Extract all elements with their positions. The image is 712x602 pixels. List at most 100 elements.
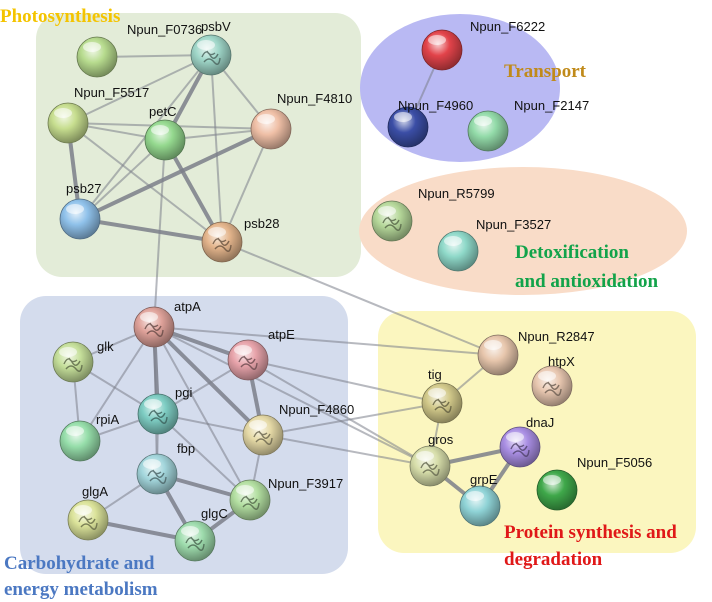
node-glgC[interactable]: glgC (174, 506, 228, 562)
node-label: petC (149, 104, 176, 119)
protein-structure-icon (148, 409, 168, 424)
node-Npun_F3527[interactable]: Npun_F3527 (437, 217, 551, 272)
sphere-highlight (181, 526, 199, 536)
edge-atpA-Npun_F3917 (153, 326, 251, 501)
sphere-highlight (466, 491, 484, 501)
edge-Npun_F4860-tig (262, 402, 443, 436)
node-petC[interactable]: petC (144, 104, 186, 161)
edge-atpA-Npun_F4860 (152, 325, 265, 437)
node-label: htpX (548, 354, 575, 369)
node-label: gros (428, 432, 454, 447)
edge-Npun_F5517-psb28 (67, 122, 223, 243)
node-Npun_F4860[interactable]: Npun_F4860 (242, 402, 354, 456)
protein-group-box (378, 311, 696, 553)
protein-structure-icon (144, 322, 164, 337)
node-label: psb28 (244, 216, 279, 231)
sphere-highlight (140, 312, 158, 322)
node-label: Npun_F2147 (514, 98, 589, 113)
photosynthesis-title: Photosynthesis (0, 6, 120, 27)
sphere-highlight (506, 432, 524, 442)
node-psb28[interactable]: psb28 (201, 216, 279, 263)
node-glgA[interactable]: glgA (67, 484, 109, 541)
sphere-highlight (474, 116, 492, 126)
edge-pgi-Npun_F3917 (157, 413, 251, 501)
protein-structure-icon (185, 536, 205, 551)
edge-atpA-Npun_R2847 (153, 326, 499, 356)
carbohydrate-title-line1: Carbohydrate and (4, 553, 155, 574)
sphere-highlight (484, 340, 502, 350)
node-fbp[interactable]: fbp (136, 441, 195, 495)
photosynthesis-group-box (36, 13, 361, 277)
node-label: Npun_F3917 (268, 476, 343, 491)
edge-psbV-psb28 (210, 54, 223, 243)
sphere-highlight (394, 112, 412, 122)
node-Npun_F6222[interactable]: Npun_F6222 (421, 19, 545, 71)
node-Npun_F5517[interactable]: Npun_F5517 (47, 85, 149, 144)
protein-structure-icon (78, 515, 98, 530)
sphere-highlight (538, 371, 556, 381)
node-label: fbp (177, 441, 195, 456)
node-pgi[interactable]: pgi (137, 385, 192, 435)
node-Npun_F0736[interactable]: Npun_F0736 (76, 22, 202, 78)
node-rpiA[interactable]: rpiA (59, 412, 119, 462)
node-label: Npun_F6222 (470, 19, 545, 34)
protein-structure-icon (510, 442, 530, 457)
node-label: tig (428, 367, 442, 382)
node-Npun_R2847[interactable]: Npun_R2847 (477, 329, 595, 376)
protein-structure-icon (382, 216, 402, 231)
node-Npun_F4960[interactable]: Npun_F4960 (387, 98, 473, 148)
sphere-highlight (416, 451, 434, 461)
node-dnaJ[interactable]: dnaJ (499, 415, 554, 468)
protein-structure-icon (201, 50, 221, 65)
node-label: rpiA (96, 412, 119, 427)
node-label: Npun_R5799 (418, 186, 495, 201)
node-psb27[interactable]: psb27 (59, 181, 101, 240)
sphere-highlight (66, 426, 84, 436)
node-psbV[interactable]: psbV (190, 19, 232, 76)
edge-atpE-gros (247, 359, 431, 467)
node-gros[interactable]: gros (409, 432, 454, 487)
node-label: psb27 (66, 181, 101, 196)
node-Npun_F3917[interactable]: Npun_F3917 (229, 476, 343, 521)
protein-structure-icon (432, 398, 452, 413)
edge-atpA-gros (153, 326, 431, 467)
sphere-highlight (197, 40, 215, 50)
node-Npun_R5799[interactable]: Npun_R5799 (371, 186, 495, 242)
node-glk[interactable]: glk (52, 339, 114, 383)
node-atpE[interactable]: atpE (227, 327, 295, 381)
edge-psb27-psb28 (79, 217, 223, 244)
node-htpX[interactable]: htpX (531, 354, 575, 407)
sphere-highlight (428, 388, 446, 398)
node-atpA[interactable]: atpA (133, 299, 201, 348)
detox-title-line2: and antioxidation (515, 271, 659, 292)
protein-structure-icon (253, 430, 273, 445)
edge-atpE-tig (247, 359, 443, 404)
sphere-highlight (144, 399, 162, 409)
sphere-highlight (59, 347, 77, 357)
node-label: pgi (175, 385, 192, 400)
sphere-highlight (249, 420, 267, 430)
node-label: glgA (82, 484, 108, 499)
node-Npun_F5056[interactable]: Npun_F5056 (536, 455, 652, 511)
node-Npun_F2147[interactable]: Npun_F2147 (467, 98, 589, 152)
protein-structure-icon (542, 381, 562, 396)
sphere-highlight (236, 485, 254, 495)
node-tig[interactable]: tig (421, 367, 463, 424)
protein-structure-icon (420, 461, 440, 476)
edge-psb28-Npun_R2847 (221, 241, 499, 356)
node-grpE[interactable]: grpE (459, 472, 501, 527)
transport-group-box (360, 14, 560, 162)
protein-structure-icon (238, 355, 258, 370)
protein-structure-icon (63, 357, 83, 372)
sphere-highlight (428, 35, 446, 45)
node-label: Npun_F4860 (279, 402, 354, 417)
edge-Npun_F4810-psb28 (221, 128, 272, 243)
protein-structure-icon (212, 237, 232, 252)
node-Npun_F4810[interactable]: Npun_F4810 (250, 91, 352, 150)
node-label: atpE (268, 327, 295, 342)
edge-Npun_F4810-psb27 (79, 127, 272, 221)
node-label: glk (97, 339, 114, 354)
sphere-highlight (74, 505, 92, 515)
sphere-highlight (151, 125, 169, 135)
